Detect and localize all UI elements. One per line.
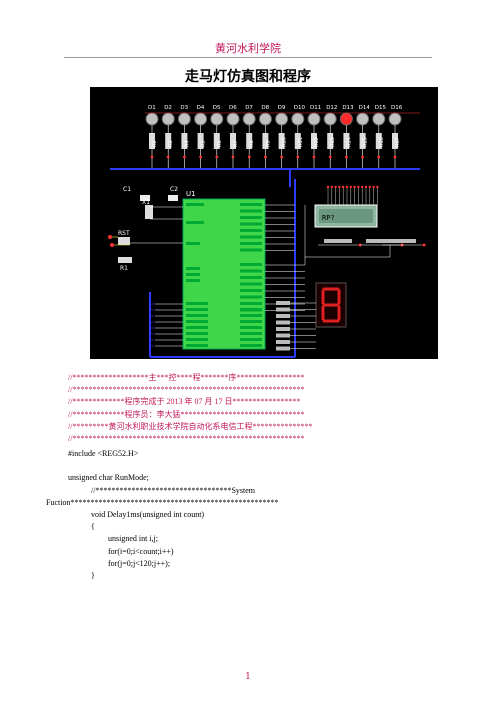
svg-text:R5: R5 (201, 140, 207, 147)
code-line: for(i=0;i<count;i++) (108, 546, 174, 556)
header-rule (64, 57, 432, 58)
svg-text:D9: D9 (278, 105, 286, 111)
include-line: #include <REG52.H> (68, 449, 139, 459)
comment-line: //**************************************… (68, 434, 305, 444)
svg-text:D12: D12 (326, 105, 337, 111)
document-title: 走马灯仿真图和程序 (185, 69, 311, 85)
svg-text:R13: R13 (330, 137, 336, 147)
svg-text:D11: D11 (310, 105, 321, 111)
mcu-label: U1 (186, 190, 196, 198)
svg-text:R10: R10 (282, 137, 288, 147)
comment-line: //*******************主***控****程*******序*… (68, 373, 305, 382)
svg-text:R14: R14 (346, 137, 352, 147)
cap1-label: C1 (123, 186, 131, 193)
svg-text:D2: D2 (164, 105, 172, 111)
section-comment-cont: Fuction*********************************… (46, 497, 279, 507)
comment-line: //*************程序员：李大猛******************… (68, 409, 305, 419)
led-row: D1R2D2R3D3R4D4R5D5R6D6R7D7R8D8R9D9R10D10… (145, 105, 420, 169)
function-signature: void Delay1ms(unsigned int count) (91, 510, 205, 520)
svg-text:R16: R16 (379, 137, 385, 147)
svg-text:R15: R15 (363, 137, 369, 147)
svg-text:D8: D8 (261, 105, 269, 111)
section-comment: //**********************************Syst… (91, 485, 256, 495)
comment-line: //*********黄河水利职业技术学院自动化系电信工程***********… (68, 421, 313, 431)
svg-text:D5: D5 (213, 105, 221, 111)
svg-text:R6: R6 (217, 140, 223, 147)
svg-text:R3: R3 (168, 140, 174, 147)
crystal-label: X1 (142, 199, 150, 206)
svg-text:R12: R12 (314, 137, 320, 147)
comment-line: //**************************************… (68, 385, 305, 395)
code-listing: //*******************主***控****程*******序*… (46, 372, 444, 582)
svg-text:D4: D4 (197, 105, 205, 111)
svg-text:R17: R17 (395, 137, 401, 147)
svg-text:D14: D14 (359, 105, 371, 111)
svg-text:D13: D13 (342, 105, 354, 111)
page-number: 1 (245, 672, 251, 682)
r1-label: R1 (120, 265, 128, 272)
svg-text:D7: D7 (245, 105, 253, 111)
svg-text:R9: R9 (265, 140, 271, 147)
lcd-text: RP? (322, 214, 335, 222)
svg-text:R4: R4 (184, 140, 190, 147)
svg-text:R7: R7 (233, 140, 239, 147)
svg-text:R11: R11 (298, 137, 304, 147)
page-header: 黄河水利学院 (215, 42, 281, 55)
svg-text:R2: R2 (152, 140, 158, 147)
svg-text:D6: D6 (229, 105, 237, 111)
code-line: unsigned int i,j; (108, 534, 158, 544)
svg-text:D1: D1 (148, 105, 156, 111)
open-brace: { (91, 522, 95, 532)
svg-text:D3: D3 (180, 105, 188, 111)
svg-text:D16: D16 (391, 105, 403, 111)
code-line: for(j=0;j<120;j++); (108, 558, 171, 568)
comment-line: //*************程序完成于 2013 年 07 月 17 日***… (68, 397, 301, 407)
svg-text:D15: D15 (375, 105, 387, 111)
reset-label: RST (118, 230, 130, 237)
circuit-simulation-figure: D1R2D2R3D3R4D4R5D5R6D6R7D7R8D8R9D9R10D10… (90, 87, 438, 359)
svg-text:R8: R8 (249, 140, 255, 147)
declaration-line: unsigned char RunMode; (68, 473, 149, 483)
close-brace: } (91, 571, 95, 581)
cap2-label: C2 (170, 186, 178, 193)
svg-text:D10: D10 (294, 105, 306, 111)
